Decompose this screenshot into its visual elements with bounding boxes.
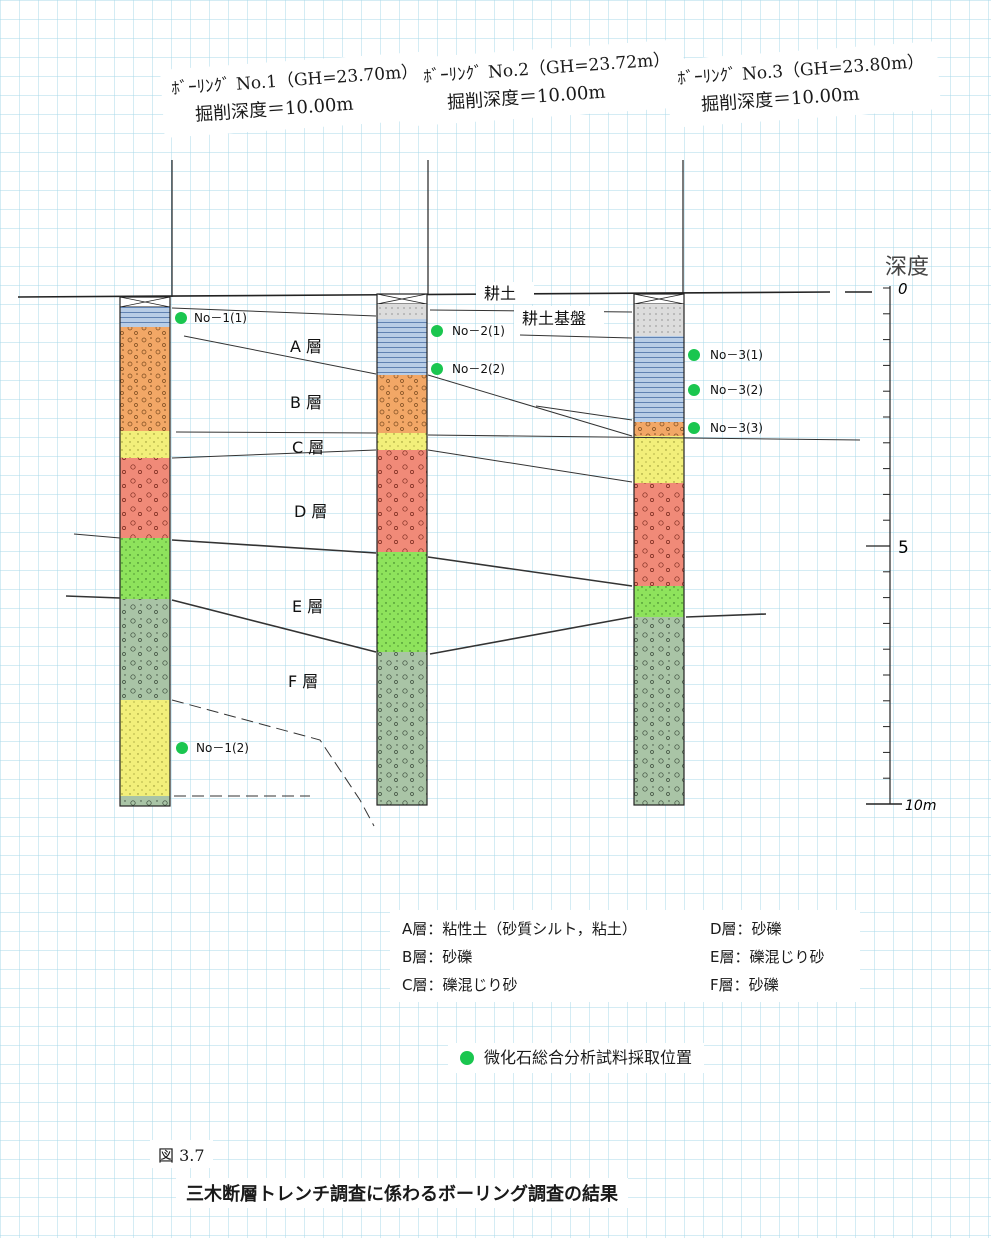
label-kodo: 耕土 bbox=[484, 284, 516, 303]
bore1-layer-E bbox=[120, 538, 170, 599]
label-layer-C: C 層 bbox=[292, 438, 324, 457]
sample-label-1-1: No－1(1) bbox=[194, 311, 247, 325]
borehole-1-column bbox=[119, 296, 171, 807]
legend-D: D層：砂礫 bbox=[710, 920, 782, 938]
bore3-layer-F bbox=[634, 617, 684, 805]
layer-labels: 耕土 耕土基盤 A 層 B 層 C 層 D 層 E 層 F 層 bbox=[288, 282, 604, 691]
figure-number: 図 3.7 bbox=[150, 1140, 213, 1168]
sample-markers: No－1(1) No－1(2) No－2(1) No－2(2) No－3(1) … bbox=[175, 311, 763, 755]
label-layer-B: B 層 bbox=[290, 393, 322, 412]
sample-dot-2-2 bbox=[431, 363, 443, 375]
bore1-layer-D bbox=[120, 458, 170, 538]
bore1-layer-B bbox=[120, 327, 170, 431]
layer-legend: A層：粘性土（砂質シルト，粘土） B層：砂礫 C層：礫混じり砂 D層：砂礫 E層… bbox=[390, 910, 860, 1002]
legend-C: C層：礫混じり砂 bbox=[402, 976, 518, 994]
depth-tick-0: 0 bbox=[898, 280, 908, 298]
sample-dot-2-1 bbox=[431, 325, 443, 337]
bore1-layer-A bbox=[120, 307, 170, 327]
sample-label-1-2: No－1(2) bbox=[196, 741, 249, 755]
sample-legend: 微化石総合分析試料採取位置 bbox=[448, 1043, 705, 1073]
legend-E: E層：礫混じり砂 bbox=[710, 948, 825, 966]
bore1-layer-F bbox=[120, 599, 170, 700]
sample-dot-3-2 bbox=[688, 384, 700, 396]
bore3-layer-A bbox=[634, 336, 684, 422]
depth-scale: 深度 0 5 10m bbox=[866, 255, 936, 814]
label-layer-F: F 層 bbox=[288, 672, 318, 691]
sample-label-3-3: No－3(3) bbox=[710, 421, 763, 435]
label-kodo-kiban: 耕土基盤 bbox=[522, 309, 586, 328]
bore1-layer-F-bottom bbox=[120, 796, 170, 806]
bore3-layer-kiban bbox=[634, 304, 684, 336]
bore2-layer-B bbox=[377, 375, 427, 433]
bore3-layer-E bbox=[634, 586, 684, 617]
borehole-3-column bbox=[633, 293, 685, 806]
legend-F: F層：砂礫 bbox=[710, 976, 779, 994]
bore2-layer-D bbox=[377, 450, 427, 552]
label-layer-E: E 層 bbox=[292, 597, 323, 616]
sample-label-2-1: No－2(1) bbox=[452, 324, 505, 338]
correlation-lines bbox=[65, 307, 861, 827]
sample-dot-1-2 bbox=[176, 742, 188, 754]
sample-label-3-2: No－3(2) bbox=[710, 383, 763, 397]
depth-tick-10: 10m bbox=[905, 798, 936, 814]
legend-B: B層：砂礫 bbox=[402, 948, 473, 966]
sample-dot-3-1 bbox=[688, 349, 700, 361]
bore2-layer-E bbox=[377, 552, 427, 652]
bore2-layer-F bbox=[377, 652, 427, 805]
bore1-layer-C-lower bbox=[120, 700, 170, 796]
sample-label-2-2: No－2(2) bbox=[452, 362, 505, 376]
label-layer-D: D 層 bbox=[294, 502, 327, 521]
depth-scale-title: 深度 bbox=[885, 255, 929, 280]
figure-title: 三木断層トレンチ調査に係わるボーリング調査の結果 bbox=[176, 1178, 628, 1208]
bore3-layer-C bbox=[634, 436, 684, 483]
borehole-2-column bbox=[376, 293, 428, 806]
sample-label-3-1: No－3(1) bbox=[710, 348, 763, 362]
bore2-layer-kiban bbox=[377, 304, 427, 319]
depth-scale-ticks bbox=[883, 287, 890, 805]
label-layer-A: A 層 bbox=[290, 337, 322, 356]
bore2-layer-A bbox=[377, 319, 427, 375]
sample-legend-dot bbox=[460, 1051, 474, 1065]
bore1-layer-C bbox=[120, 431, 170, 458]
bore2-layer-C bbox=[377, 433, 427, 450]
bore3-layer-B bbox=[634, 422, 684, 436]
legend-A: A層：粘性土（砂質シルト，粘土） bbox=[402, 920, 637, 938]
depth-tick-5: 5 bbox=[898, 538, 909, 558]
sample-legend-text: 微化石総合分析試料採取位置 bbox=[484, 1048, 693, 1067]
bore3-layer-D bbox=[634, 483, 684, 586]
sample-dot-3-3 bbox=[688, 422, 700, 434]
sample-dot-1-1 bbox=[175, 312, 187, 324]
